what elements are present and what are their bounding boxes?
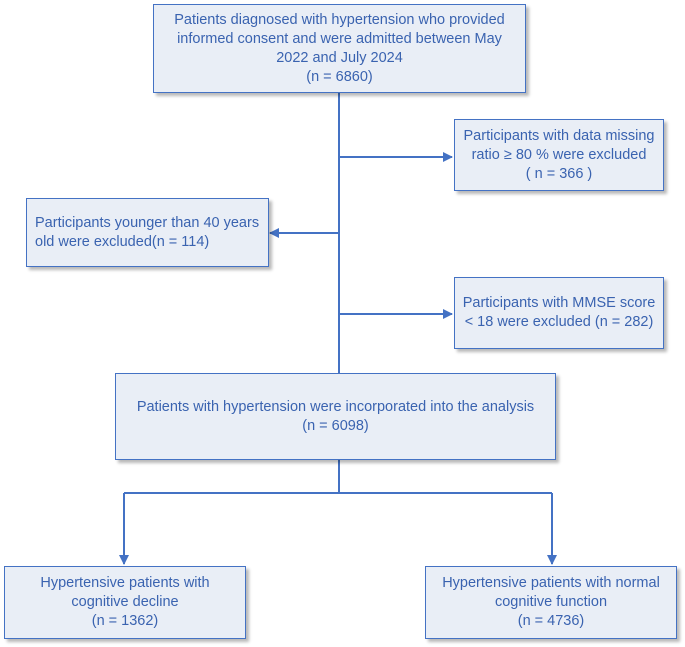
age-exclusion-box: Participants younger than 40 years old w… — [26, 198, 269, 267]
missing-data-line-2: ratio ≥ 80 % were excluded — [471, 146, 647, 163]
normal-cognition-line-1: Hypertensive patients with normal — [442, 575, 660, 591]
mmse-exclusion-line-1: Participants with MMSE score — [462, 295, 656, 311]
age-exclusion-line-1: Participants younger than 40 years — [35, 214, 260, 231]
normal-cognition-box: Hypertensive patients with normal cognit… — [425, 566, 677, 639]
age-exclusion-line-2: old were excluded(n = 114) — [35, 233, 210, 250]
cognitive-decline-line-1: Hypertensive patients with — [40, 575, 210, 591]
enrollment-line-1: Patients diagnosed with hypertension who… — [174, 11, 505, 28]
mmse-exclusion-box: Participants with MMSE score < 18 were e… — [454, 277, 664, 349]
normal-cognition-count: (n = 4736) — [517, 613, 585, 629]
analysis-cohort-box: Patients with hypertension were incorpor… — [115, 373, 556, 460]
enrollment-line-2: informed consent and were admitted betwe… — [177, 30, 502, 47]
normal-cognition-line-2: cognitive function — [494, 594, 608, 610]
enrollment-count: (n = 6860) — [306, 68, 373, 85]
missing-data-exclusion-box: Participants with data missing ratio ≥ 8… — [454, 119, 664, 191]
missing-data-count: ( n = 366 ) — [525, 165, 593, 182]
cognitive-decline-line-2: cognitive decline — [71, 594, 179, 610]
mmse-exclusion-line-2: < 18 were excluded (n = 282) — [464, 314, 654, 330]
enrollment-box: Patients diagnosed with hypertension who… — [153, 4, 526, 93]
cognitive-decline-count: (n = 1362) — [91, 613, 159, 629]
analysis-cohort-line-1: Patients with hypertension were incorpor… — [136, 398, 535, 415]
missing-data-line-1: Participants with data missing — [463, 127, 655, 144]
enrollment-line-3: 2022 and July 2024 — [276, 49, 403, 66]
cognitive-decline-box: Hypertensive patients with cognitive dec… — [4, 566, 246, 639]
analysis-cohort-count: (n = 6098) — [302, 417, 369, 434]
